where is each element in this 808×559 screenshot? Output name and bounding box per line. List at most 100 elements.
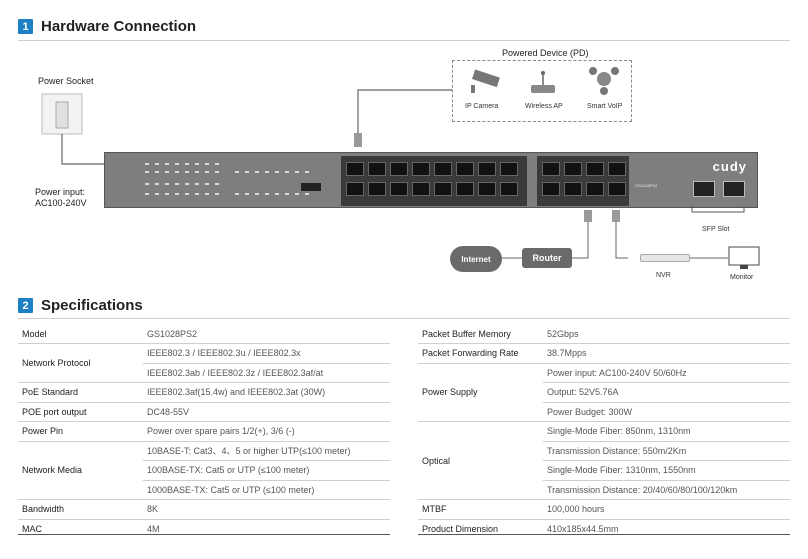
spec-key: Network Protocol (18, 343, 143, 383)
ethernet-port[interactable] (456, 182, 474, 196)
ethernet-port[interactable] (478, 182, 496, 196)
ethernet-port[interactable] (586, 162, 604, 176)
power-cable-icon (61, 134, 104, 165)
spec-key: Model (22, 328, 47, 339)
ethernet-port[interactable] (608, 162, 626, 176)
ethernet-port[interactable] (412, 182, 430, 196)
spec-value: 4M (143, 518, 390, 539)
spec-key: Network Media (18, 440, 143, 500)
ethernet-port[interactable] (478, 162, 496, 176)
ethernet-port[interactable] (368, 182, 386, 196)
ethernet-port[interactable] (434, 162, 452, 176)
sfp-bracket (691, 206, 745, 213)
model-label: GS1028PS2 (635, 183, 658, 188)
section-number-badge: 2 (18, 298, 33, 313)
ethernet-port[interactable] (586, 182, 604, 196)
section-title: Hardware Connection (41, 18, 197, 35)
sfp-port[interactable] (723, 181, 745, 197)
power-socket-label: Power Socket (38, 76, 94, 86)
ethernet-port[interactable] (564, 182, 582, 196)
specs-section-header: 2 Specifications (18, 297, 143, 314)
sfp-port[interactable] (693, 181, 715, 197)
spec-value: Transmission Distance: 20/40/60/80/100/1… (543, 479, 790, 500)
spec-key: Packet Forwarding Rate (418, 343, 543, 363)
mode-button[interactable] (301, 183, 321, 191)
spec-value: Power input: AC100-240V 50/60Hz (543, 362, 790, 383)
ethernet-port[interactable] (564, 162, 582, 176)
pd-box: IP Camera Wireless AP Smart VoIP (452, 60, 632, 122)
ethernet-port[interactable] (390, 162, 408, 176)
table-bottom-rule (418, 534, 790, 535)
ethernet-port[interactable] (542, 182, 560, 196)
switch-device: GS1028PS2 cudy (104, 152, 758, 208)
spec-value: IEEE802.3af(15.4w) and IEEE802.3at (30W) (143, 382, 390, 402)
spec-key: POE port output (18, 401, 143, 422)
spec-row: Power Budget: 300W (418, 401, 790, 422)
spec-value: 100BASE-TX: Cat5 or UTP (≤100 meter) (143, 460, 390, 480)
pd-item-label: Wireless AP (525, 103, 563, 110)
spec-value: GS1028PS2 (147, 328, 198, 339)
power-socket-icon (41, 93, 83, 135)
spec-value: IEEE802.3 / IEEE802.3u / IEEE802.3x (143, 343, 390, 363)
spec-key: MTBF (418, 499, 543, 519)
spec-value: 1000BASE-TX: Cat5 or UTP (≤100 meter) (143, 479, 390, 500)
ethernet-port[interactable] (434, 182, 452, 196)
ethernet-port[interactable] (390, 182, 408, 196)
spec-key: Optical (418, 421, 543, 500)
power-input-value: AC100-240V (35, 198, 87, 208)
pd-cable (354, 89, 452, 147)
ethernet-port[interactable] (542, 162, 560, 176)
section-title: Specifications (41, 297, 143, 314)
spec-value: IEEE802.3ab / IEEE802.3z / IEEE802.3af/a… (143, 362, 390, 383)
spec-value: 38.7Mpps (543, 343, 790, 363)
spec-value: Single-Mode Fiber: 1310nm, 1550nm (543, 460, 790, 480)
power-input-label: Power input: (35, 187, 86, 197)
spec-key: Bandwidth (18, 499, 143, 519)
spec-key: Product Dimension (418, 518, 543, 539)
internet-cloud: Internet (450, 246, 502, 272)
spec-value: 52Gbps (547, 328, 579, 339)
spec-row: IEEE802.3ab / IEEE802.3z / IEEE802.3af/a… (18, 362, 390, 383)
brand-logo: cudy (712, 159, 747, 174)
ethernet-port[interactable] (346, 162, 364, 176)
monitor-cable (690, 257, 728, 259)
spec-value: Transmission Distance: 550m/2Km (543, 440, 790, 461)
spec-value: DC48-55V (143, 401, 390, 422)
spec-row: Model GS1028PS2 (18, 324, 390, 344)
spec-value: 100,000 hours (543, 499, 790, 519)
ethernet-port[interactable] (500, 182, 518, 196)
spec-value: 410x185x44.5mm (543, 518, 790, 539)
ethernet-port[interactable] (456, 162, 474, 176)
ethernet-port[interactable] (346, 182, 364, 196)
spec-row: 1000BASE-TX: Cat5 or UTP (≤100 meter) (18, 479, 390, 500)
spec-row: Transmission Distance: 550m/2Km (418, 440, 790, 461)
spec-key: Power Supply (418, 362, 543, 422)
pd-title: Powered Device (PD) (502, 48, 589, 58)
sfp-slot-label: SFP Slot (702, 226, 730, 233)
ethernet-port[interactable] (608, 182, 626, 196)
spec-key: Packet Buffer Memory (422, 328, 511, 339)
spec-row: Packet Buffer Memory 52Gbps (418, 324, 790, 344)
spec-value: 10BASE-T: Cat3、4、5 or higher UTP(≤100 me… (143, 440, 390, 461)
ethernet-port[interactable] (412, 162, 430, 176)
hardware-section-header: 1 Hardware Connection (18, 18, 196, 35)
led-panel (115, 159, 325, 203)
nvr-device (640, 254, 690, 262)
pd-item-label: IP Camera (465, 103, 499, 110)
router-box: Router (522, 248, 572, 268)
ethernet-port[interactable] (368, 162, 386, 176)
ethernet-port[interactable] (500, 162, 518, 176)
nvr-label: NVR (656, 272, 671, 279)
